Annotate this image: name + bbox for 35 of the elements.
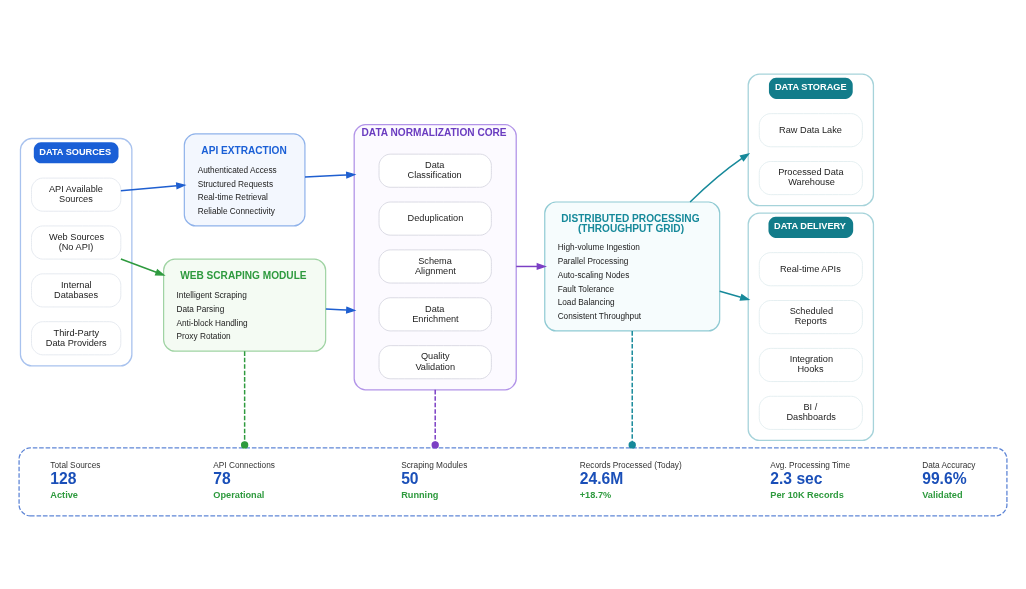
node-text: API Connections 78 Operational [213, 460, 275, 500]
node-box: Deduplication [378, 201, 492, 236]
arrow [120, 257, 166, 276]
node-text: Data Accuracy 99.6% Validated [922, 460, 976, 500]
node-box: Third-Party Data Providers [31, 320, 122, 355]
node-box: Data Enrichment [378, 296, 492, 331]
arrow [689, 152, 751, 203]
arrow [304, 170, 357, 179]
node-text: Records Processed (Today) 24.6M +18.7% [579, 460, 682, 500]
arrow [718, 290, 751, 301]
connector [431, 388, 439, 449]
arrow [325, 305, 357, 314]
node-box: Integration Hooks [758, 347, 863, 382]
arrow [515, 262, 547, 270]
arrow [120, 181, 187, 191]
node-text: Total Sources 128 Active [50, 460, 101, 500]
connector [240, 350, 249, 449]
connector [628, 329, 636, 449]
node-box: Schema Alignment [378, 248, 492, 283]
node-box: Raw Data Lake [758, 112, 863, 147]
node-box: Internal Databases [31, 272, 122, 307]
node-box: WEB SCRAPING MODULE Intelligent Scraping Data Parsing Anti-block Handling Proxy Rotation [163, 258, 327, 352]
node-text: Avg. Processing Time 2.3 sec Per 10K Records [770, 460, 851, 500]
node-box: Quality Validation [378, 344, 492, 379]
node-box: BI / Dashboards [758, 395, 863, 430]
node-box: Processed Data Warehouse [758, 160, 863, 195]
node-text: Scraping Modules 50 Running [401, 460, 468, 500]
cluster [18, 446, 1008, 517]
node-box: Data Classification [378, 153, 492, 188]
node-box: API EXTRACTION Authenticated Access Structured Requests Real-time Retrieval Reliable Connectivity [183, 132, 306, 227]
node-box: DISTRIBUTED PROCESSING (THROUGHPUT GRID) High-volume Ingestion Parallel Processing Auto-scaling Nodes Fault Tolerance Load Balancing Consistent Throughput [544, 200, 721, 331]
node-box: Scheduled Reports [758, 299, 863, 334]
node-box: Web Sources (No API) [31, 225, 122, 260]
node-box: Real-time APIs [758, 251, 863, 286]
node-box: API Available Sources [31, 177, 122, 212]
